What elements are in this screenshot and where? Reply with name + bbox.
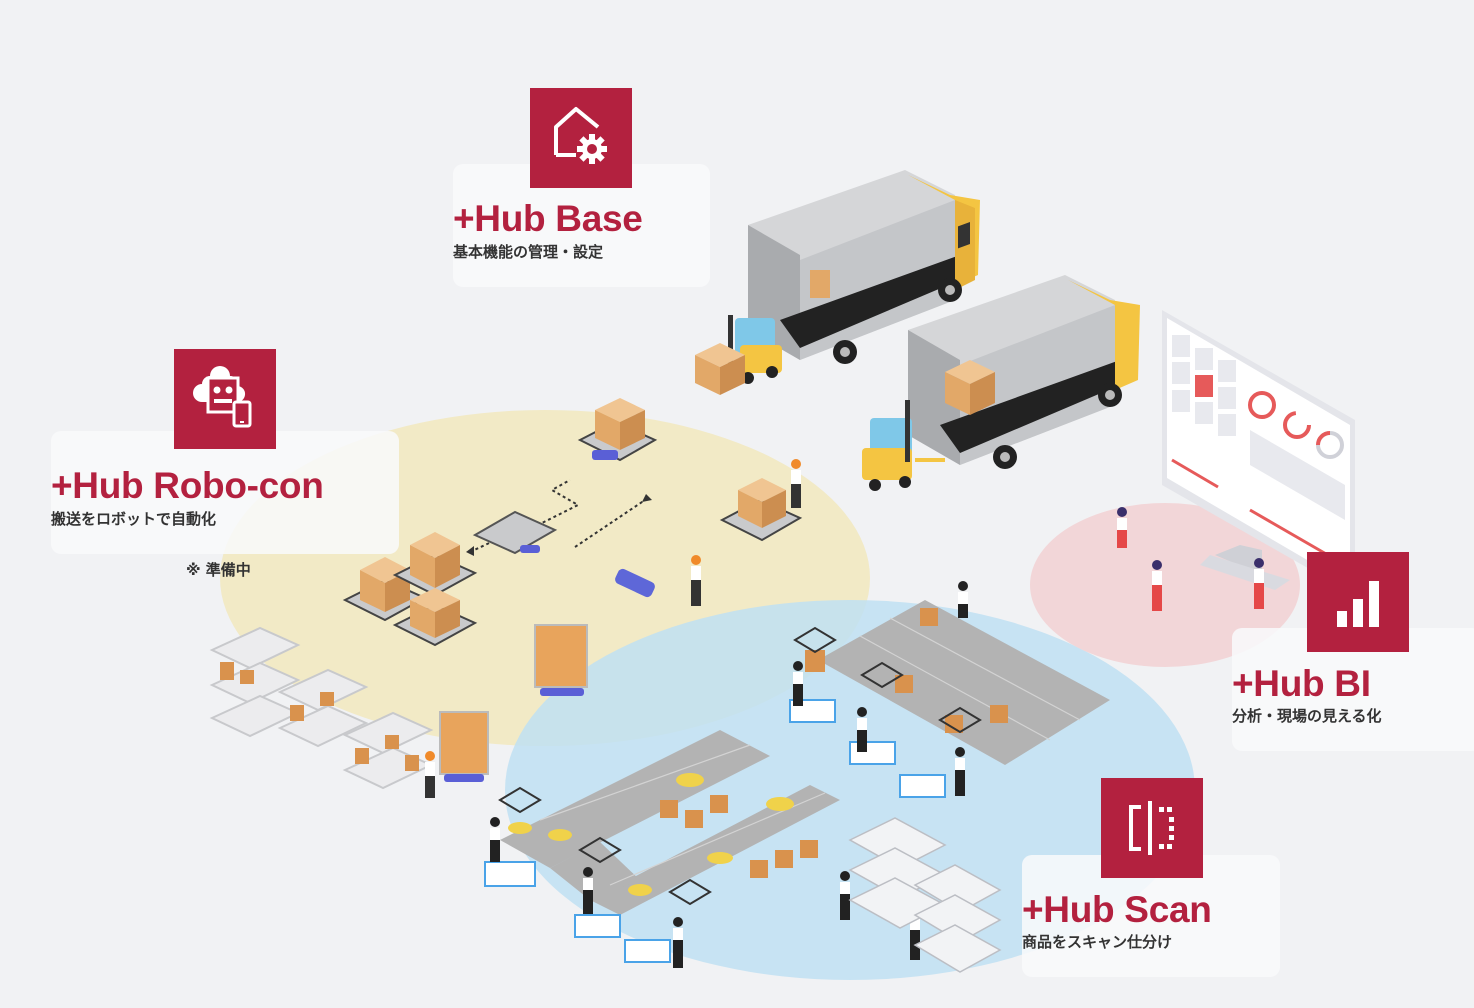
agv-platform	[472, 510, 558, 555]
truck	[748, 170, 980, 364]
agv-robot	[615, 568, 655, 598]
arrow-head	[642, 494, 652, 502]
zone-bi	[1030, 503, 1300, 667]
pallet-boxes	[342, 532, 478, 647]
robocon-icon-tile	[174, 349, 276, 449]
forklift	[862, 400, 945, 491]
bi-icon-tile	[1307, 552, 1409, 652]
shelf-boxes	[220, 662, 419, 771]
product-subtitle-base: 基本機能の管理・設定	[453, 243, 604, 261]
sort-boxes	[660, 795, 818, 878]
base-icon-tile	[530, 88, 632, 188]
worker	[425, 751, 435, 798]
product-subtitle-robocon: 搬送をロボットで自動化	[51, 510, 217, 528]
pallet-boxes	[577, 398, 658, 462]
robot-tablet-icon	[193, 366, 252, 428]
truck	[908, 275, 1140, 469]
product-subtitle-scan: 商品をスキャン仕分け	[1022, 933, 1173, 951]
arrow-head	[466, 546, 474, 556]
pallet-boxes	[719, 478, 803, 542]
pick-racks	[848, 817, 1002, 973]
worker	[791, 459, 801, 508]
cage-cart	[534, 624, 588, 696]
person	[1152, 560, 1162, 611]
pallet-boxes	[945, 360, 995, 415]
house-gear-icon	[554, 107, 607, 164]
cage-cart	[439, 711, 489, 782]
agv-route	[469, 479, 649, 553]
dashboard-monitor	[1162, 310, 1355, 595]
scan-sort-icon	[1129, 801, 1174, 855]
person	[1254, 558, 1264, 609]
person	[1117, 507, 1127, 548]
scan-icon-tile	[1101, 778, 1203, 878]
forklift	[695, 315, 782, 395]
worker	[691, 555, 701, 606]
product-subtitle-bi: 分析・現場の見える化	[1232, 707, 1382, 725]
sorter-robots	[508, 608, 1008, 896]
sorting-grid-lines	[539, 617, 1081, 886]
product-name-scan: +Hub Scan	[1022, 889, 1212, 930]
bar-chart-icon	[1337, 581, 1379, 627]
product-name-robocon: +Hub Robo-con	[51, 465, 324, 506]
product-name-bi: +Hub BI	[1232, 663, 1371, 704]
preparing-note: ※ 準備中	[186, 561, 251, 579]
product-card-robocon[interactable]	[51, 431, 399, 554]
product-name-base: +Hub Base	[453, 198, 643, 239]
scan-frames	[498, 626, 982, 906]
